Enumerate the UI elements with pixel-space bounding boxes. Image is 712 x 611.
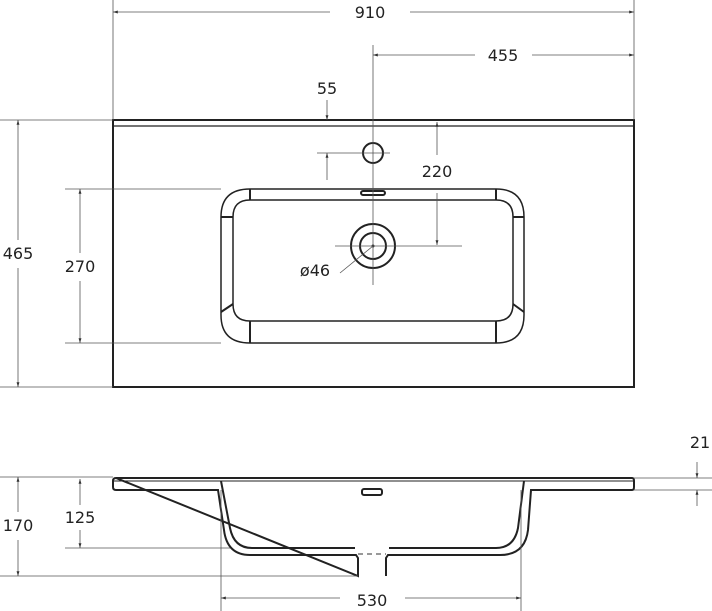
overflow-slot-side (361, 488, 383, 496)
dim-faucet-to-drain: 220 (422, 162, 453, 181)
side-outline (112, 476, 635, 578)
dim-depth: 465 (3, 244, 34, 263)
basin-inner-profile (220, 480, 525, 549)
dim-basin-depth: 270 (65, 257, 96, 276)
side-view: 21 170 125 530 (0, 433, 712, 611)
countertop-outline (112, 119, 635, 388)
dim-basin-width: 530 (357, 591, 388, 610)
dim-basin-height: 125 (65, 508, 96, 527)
dim-drain-diameter: ø46 (300, 261, 330, 280)
dim-half-width: 455 (488, 46, 519, 65)
dim-top-thickness: 21 (690, 433, 710, 452)
dim-total-height: 170 (3, 516, 34, 535)
basin-outer (220, 188, 525, 344)
dim-overall-width: 910 (355, 3, 386, 22)
dim-faucet-offset: 55 (317, 79, 337, 98)
top-view: 910 455 55 220 465 270 ø46 (0, 0, 635, 388)
